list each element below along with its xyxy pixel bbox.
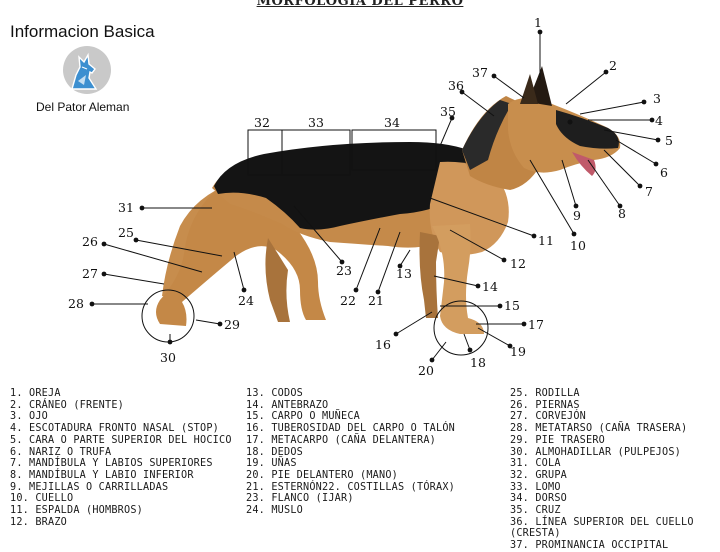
leader-lines — [92, 32, 659, 361]
callout-10: 10 — [570, 238, 586, 253]
callout-34: 34 — [384, 115, 400, 130]
callout-2: 2 — [609, 58, 617, 73]
callout-23: 23 — [336, 263, 352, 278]
callout-11: 11 — [538, 233, 554, 248]
legend-item: 14. ANTEBRAZO — [246, 399, 329, 411]
callout-numbers: 1 2 3 4 5 6 7 8 9 10 11 12 13 14 15 16 1… — [68, 15, 673, 378]
callout-15: 15 — [504, 298, 520, 313]
legend-item: 15. CARPO O MUÑECA — [246, 411, 361, 423]
legend-item: 6. NARIZ O TRUFA — [10, 446, 112, 458]
dog-far-hind-leg — [265, 238, 290, 322]
legend-item: 21. ESTERNÓN22. COSTILLAS (TÓRAX) — [246, 481, 456, 493]
legend-item: 30. ALMOHADILLAR (PULPEJOS) — [510, 446, 682, 458]
leader-dots — [89, 29, 661, 363]
callout-28: 28 — [68, 296, 84, 311]
dog-front-leg-far — [419, 232, 440, 318]
callout-37: 37 — [472, 65, 488, 80]
legend-item: 11. ESPALDA (HOMBROS) — [10, 505, 144, 517]
dog-eye — [567, 119, 573, 125]
legend-item: 13. CODOS — [246, 388, 304, 399]
legend-item: 33. LOMO — [510, 481, 561, 493]
callout-14: 14 — [482, 279, 498, 294]
legend-item: 24. MUSLO — [246, 505, 304, 517]
callout-13: 13 — [396, 266, 412, 281]
brand-subtitle: Del Pator Aleman — [36, 100, 130, 114]
dog-ear-back — [520, 74, 538, 104]
legend-item: 25. RODILLA — [510, 388, 580, 399]
legend-item: 3. OJO — [10, 411, 49, 423]
callout-17: 17 — [528, 317, 544, 332]
legend-column-2: 13. CODOS 14. ANTEBRAZO 15. CARPO O MUÑE… — [246, 388, 506, 517]
legend-item: 20. PIE DELANTERO (MANO) — [246, 469, 399, 481]
callout-26: 26 — [82, 234, 98, 249]
callout-18: 18 — [470, 355, 486, 370]
legend-item: 28. METATARSO (CAÑA TRASERA) — [510, 423, 688, 435]
callout-16: 16 — [375, 337, 391, 352]
legend-item: 23. FLANCO (IJAR) — [246, 493, 354, 505]
legend-item: 8. MANDÍBULA Y LABIO INFERIOR — [10, 469, 194, 481]
legend-item: 32. GRUPA — [510, 469, 568, 481]
callout-29: 29 — [224, 317, 240, 332]
dog-morphology-diagram: 1 2 3 4 5 6 7 8 9 10 11 12 13 14 15 16 1… — [68, 15, 673, 378]
legend-item: 12. BRAZO — [10, 516, 68, 528]
legend-item: 19. UÑAS — [246, 458, 297, 470]
legend-item: 4. ESCOTADURA FRONTO NASAL (STOP) — [10, 423, 220, 435]
callout-21: 21 — [368, 293, 384, 308]
callout-6: 6 — [660, 165, 668, 180]
callout-35: 35 — [440, 104, 456, 119]
legend-item: 35. CRUZ — [510, 505, 561, 517]
legend-item: 36. LÍNEA SUPERIOR DEL CUELLO (CRESTA) — [510, 516, 701, 540]
callout-8: 8 — [618, 206, 626, 221]
legend-item: 9. MEJILLAS O CARRILLADAS — [10, 481, 169, 493]
callout-24: 24 — [238, 293, 254, 308]
callout-20: 20 — [418, 363, 434, 378]
callout-31: 31 — [118, 200, 134, 215]
legend-item: 10. CUELLO — [10, 493, 74, 505]
callout-32: 32 — [254, 115, 270, 130]
callout-27: 27 — [82, 266, 98, 281]
legend-item: 17. METACARPO (CAÑA DELANTERA) — [246, 434, 437, 446]
diagram-title: MORFOLOGIA DEL PERRO — [256, 0, 464, 9]
topline-boxes — [247, 129, 437, 176]
legend-item: 5. CARA O PARTE SUPERIOR DEL HOCICO — [10, 434, 232, 446]
callout-5: 5 — [665, 133, 673, 148]
legend-item: 29. PIE TRASERO — [510, 434, 606, 446]
callout-12: 12 — [510, 256, 526, 271]
legend-item: 7. MANDÍBULA Y LABIOS SUPERIORES — [10, 458, 213, 470]
callout-33: 33 — [308, 115, 324, 130]
callout-4: 4 — [655, 113, 663, 128]
legend-column-3: 25. RODILLA 26. PIERNAS 27. CORVEJÓN 28.… — [510, 388, 718, 552]
brand-title: Informacion Basica — [10, 22, 155, 41]
callout-9: 9 — [573, 208, 581, 223]
callout-1: 1 — [534, 15, 542, 30]
legend-item: 31. COLA — [510, 458, 561, 470]
callout-30: 30 — [160, 350, 176, 365]
callout-36: 36 — [448, 78, 464, 93]
legend: 1. OREJA 2. CRÁNEO (FRENTE) 3. OJO 4. ES… — [0, 388, 720, 551]
legend-item: 18. DEDOS — [246, 446, 304, 458]
dog-illustration — [156, 66, 621, 334]
callout-19: 19 — [510, 344, 526, 359]
legend-item: 2. CRÁNEO (FRENTE) — [10, 399, 125, 411]
legend-column-1: 1. OREJA 2. CRÁNEO (FRENTE) 3. OJO 4. ES… — [10, 388, 242, 528]
legend-item: 37. PROMINANCIA OCCIPITAL — [510, 540, 669, 552]
dog-neck-dark — [462, 100, 512, 170]
dog-saddle — [214, 142, 478, 230]
callout-25: 25 — [118, 225, 134, 240]
dog-muzzle-dark — [556, 110, 619, 149]
legend-item: 27. CORVEJÓN — [510, 411, 587, 423]
callout-3: 3 — [653, 91, 661, 106]
front-foot-circle — [433, 300, 489, 356]
callout-7: 7 — [645, 184, 653, 199]
legend-item: 1. OREJA — [10, 388, 61, 399]
howling-wolf-logo-icon — [63, 46, 111, 94]
callout-22: 22 — [340, 293, 356, 308]
legend-item: 34. DORSO — [510, 493, 568, 505]
dog-tongue — [572, 152, 596, 176]
legend-item: 26. PIERNAS — [510, 399, 580, 411]
legend-item: 16. TUBEROSIDAD DEL CARPO O TALÓN — [246, 423, 456, 435]
